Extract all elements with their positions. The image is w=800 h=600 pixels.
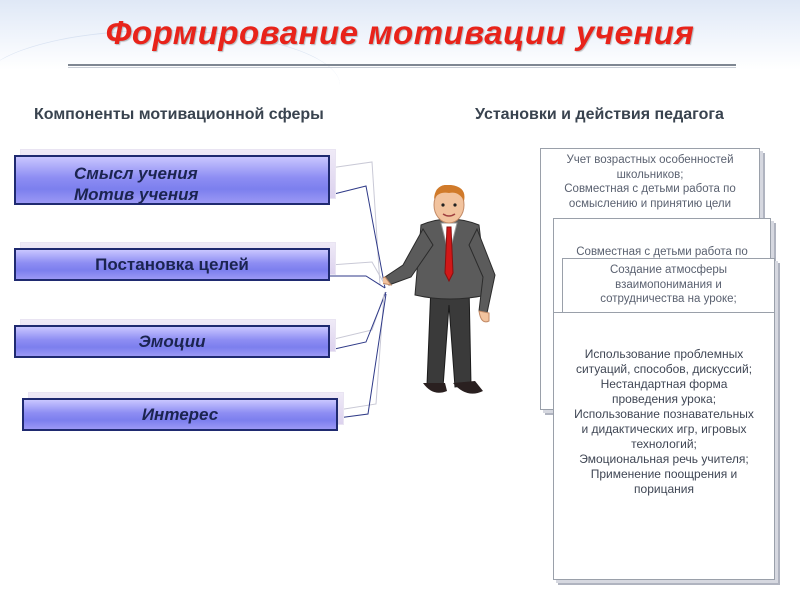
component-goal-setting-label: Постановка целей	[95, 254, 249, 274]
note-line: Создание атмосферы	[609, 264, 728, 276]
note-line: сотрудничества на уроке;	[600, 293, 737, 305]
note-line: и дидактических игр, игровых	[581, 422, 747, 436]
note-line: взаимопонимания и	[615, 278, 722, 291]
component-interest: Интерес	[22, 392, 344, 431]
note-line: Совместная с детьми работа по	[564, 183, 736, 195]
component-motive-label: Мотив учения	[74, 185, 199, 204]
right-column-heading: Установки и действия педагога	[475, 106, 724, 123]
component-goal-setting: Постановка целей	[14, 242, 336, 281]
note-line: Нестандартная форма	[600, 377, 728, 391]
note-line: Совместная с детьми работа по	[576, 246, 748, 258]
note-line: Эмоциональная речь учителя;	[579, 452, 749, 466]
note-line: Использование проблемных	[584, 347, 744, 361]
title-divider-light	[68, 67, 736, 68]
note-line: Учет возрастных особенностей	[566, 154, 734, 166]
page-title: Формирование мотивации учения	[105, 14, 695, 51]
note-line: осмыслению и принятию цели	[568, 197, 732, 210]
component-meaning-label: Смысл учения	[74, 164, 198, 183]
note-line: порицания	[634, 482, 694, 496]
component-emotions: Эмоции	[14, 319, 336, 358]
teacher-figure-icon	[383, 185, 496, 394]
component-interest-label: Интерес	[141, 404, 219, 424]
note-line: школьников;	[616, 168, 684, 181]
component-meaning-motive: Смысл учения Мотив учения	[14, 149, 336, 205]
decorative-swoosh	[0, 30, 340, 141]
note-line: ситуаций, способов, дискуссий;	[575, 362, 753, 376]
title-divider	[68, 64, 736, 66]
note-line: проведения урока;	[611, 392, 717, 406]
left-column-heading: Компоненты мотивационной сферы	[34, 106, 324, 123]
note-line: технологий;	[631, 437, 697, 451]
note-line: Использование познавательных	[574, 407, 754, 421]
note-line: Применение поощрения и	[590, 467, 738, 481]
component-emotions-label: Эмоции	[138, 331, 206, 351]
